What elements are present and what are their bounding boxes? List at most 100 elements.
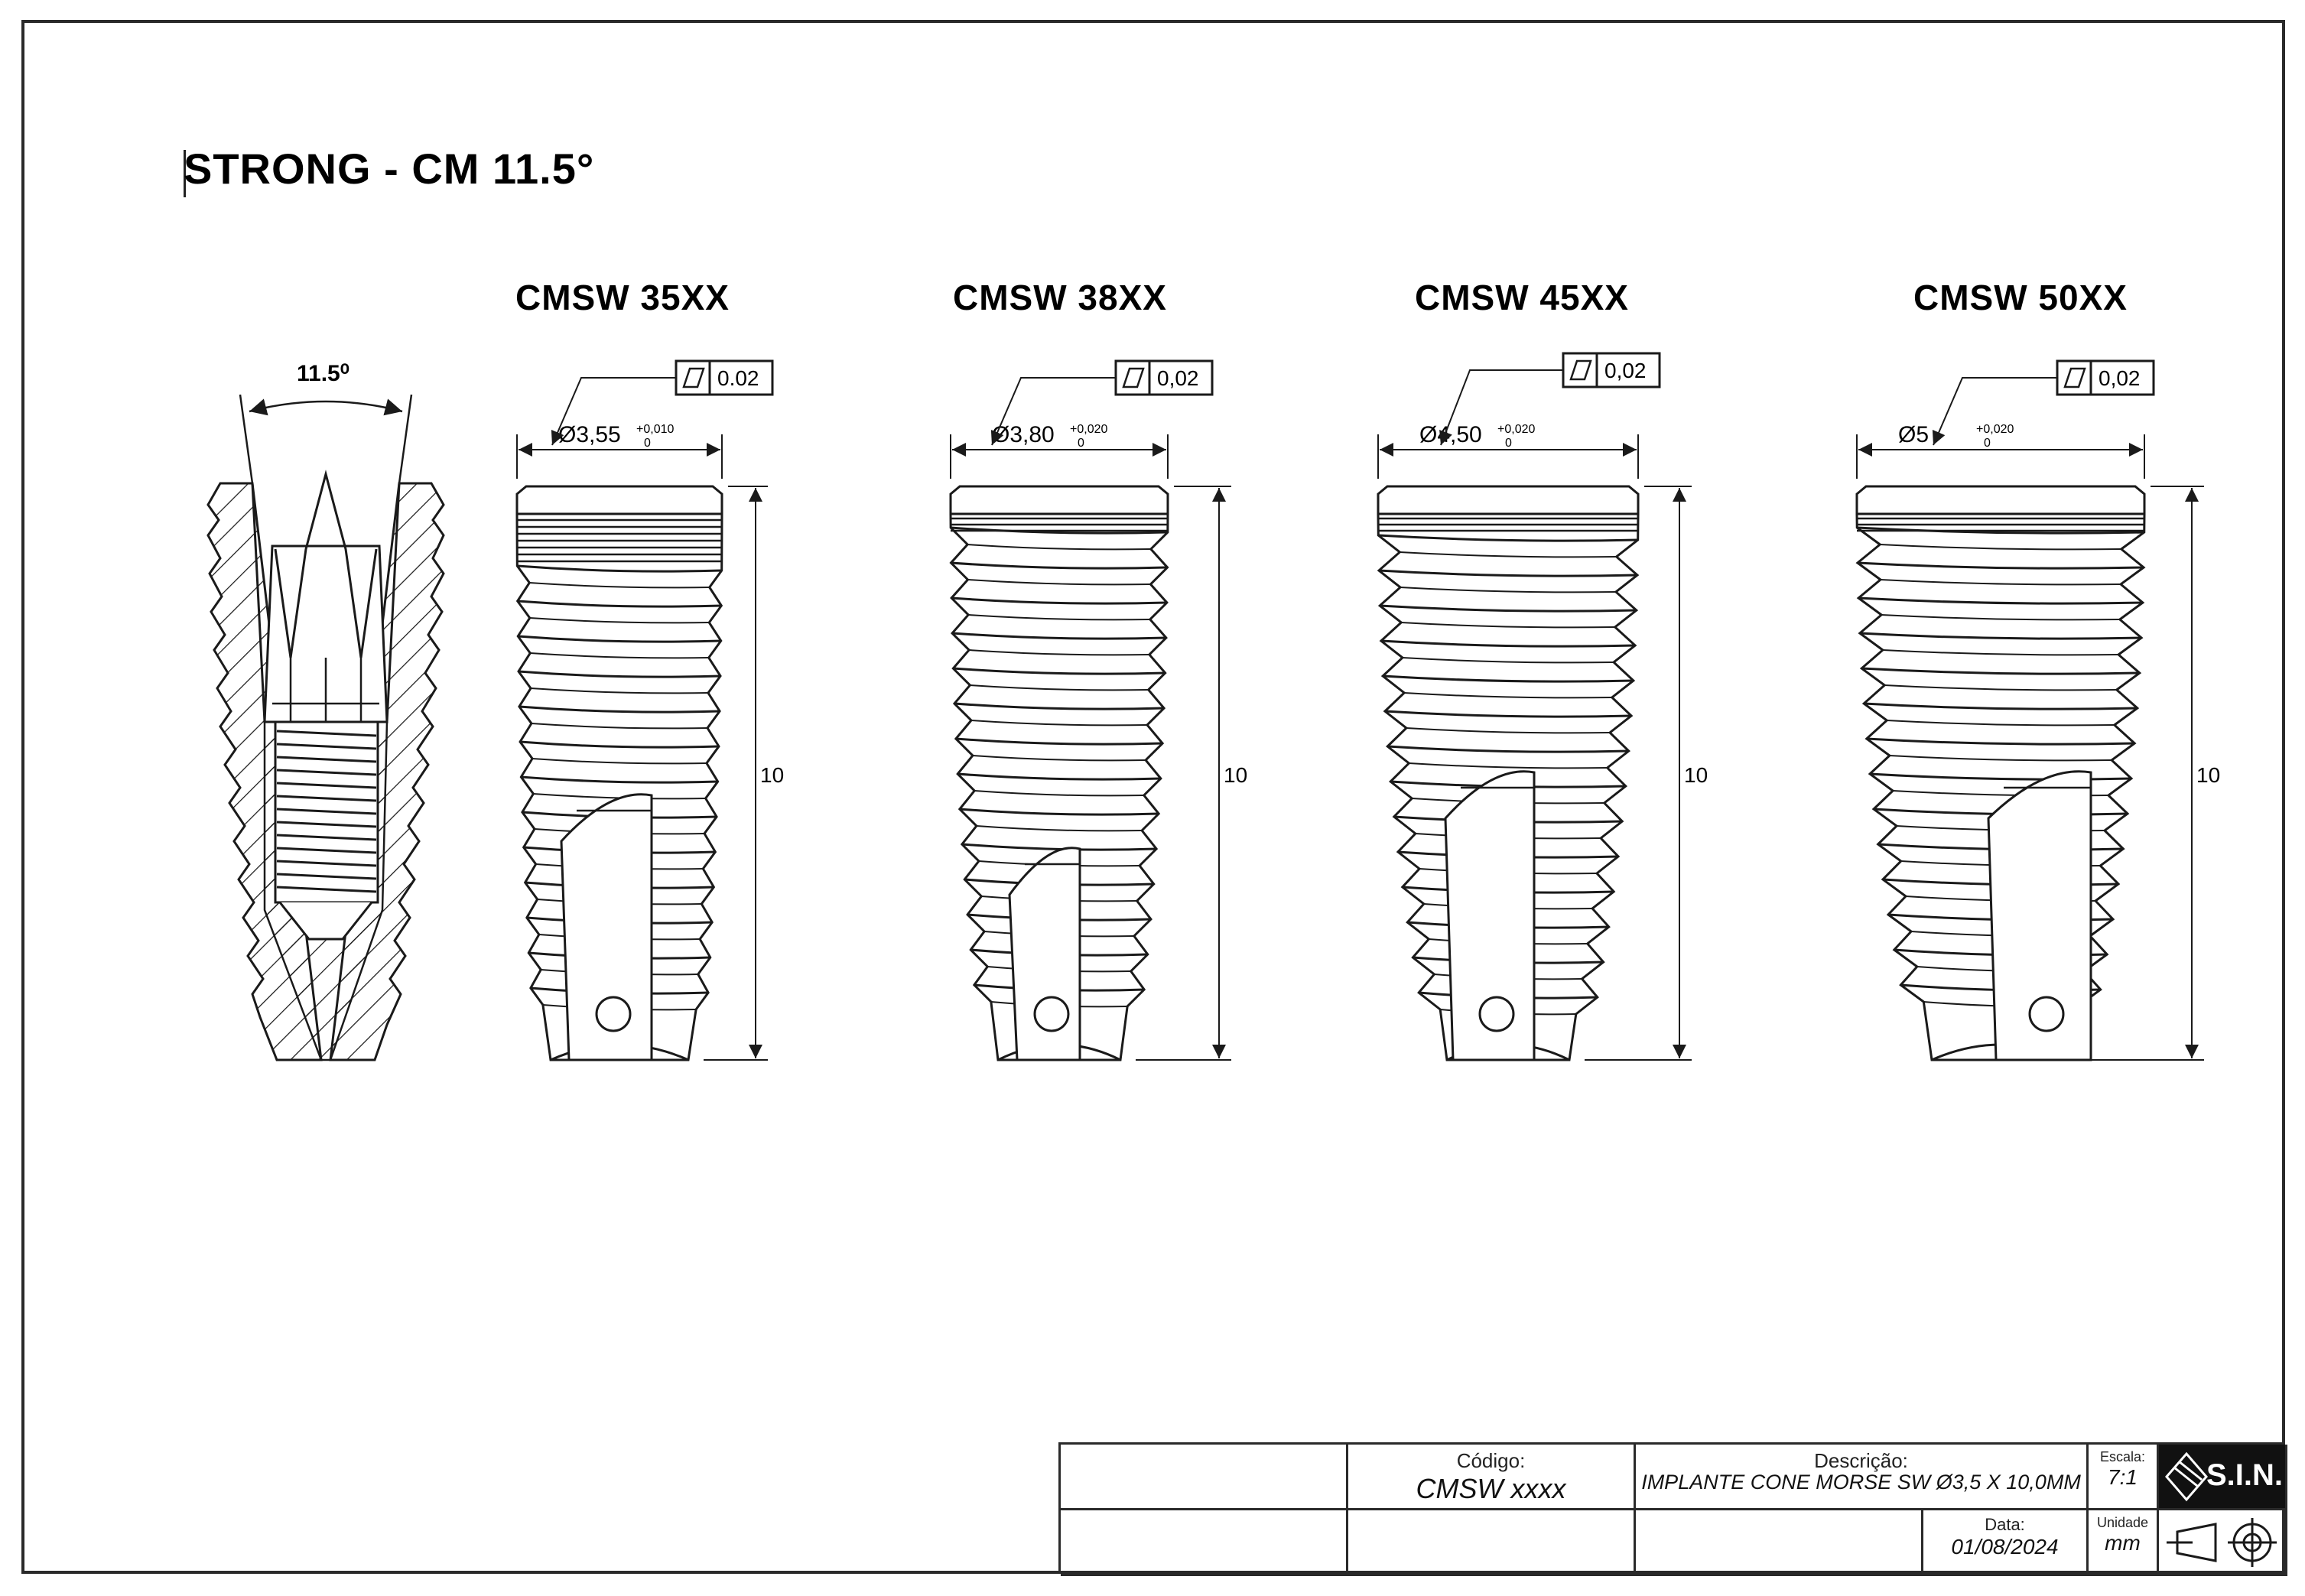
thread-line <box>276 808 377 815</box>
page-title: STRONG - CM 11.5° <box>184 145 595 193</box>
thread-crest <box>1864 702 2138 710</box>
tb-descricao: Descrição: IMPLANTE CONE MORSE SW Ø3,5 X… <box>1636 1445 2089 1510</box>
flatness-icon <box>682 367 705 388</box>
tolerance-lower: 0 <box>1984 437 1991 450</box>
tolerance-upper: +0,020 <box>1976 423 2014 436</box>
diameter-label: Ø3,80 <box>992 422 1055 447</box>
thread-root <box>1887 720 2115 726</box>
tb-escala: Escala: 7:1 <box>2089 1445 2159 1510</box>
thread-crest <box>1380 604 1637 613</box>
thread-line <box>276 782 377 789</box>
flatness-symbol-box <box>675 359 711 396</box>
text-cursor <box>184 150 186 197</box>
thread-crest <box>961 843 1157 851</box>
data-label: Data: <box>1985 1515 2025 1534</box>
thread-root <box>1404 692 1612 699</box>
thread-crest <box>518 670 721 678</box>
leader-line <box>551 377 676 446</box>
thread-root <box>970 684 1149 691</box>
vent-hole <box>2028 996 2065 1032</box>
thread-crest <box>1384 710 1632 718</box>
cross-section-drawing: 11.5⁰ <box>206 361 445 1061</box>
length-label: 10 <box>2196 763 2220 787</box>
diameter-label: Ø3,55 <box>558 422 621 447</box>
thread-root <box>1880 579 2121 586</box>
thread-crest <box>517 564 722 573</box>
model-title-35: CMSW 35XX <box>515 278 730 317</box>
vent-hole <box>1033 996 1070 1032</box>
vent-hole <box>1478 996 1515 1032</box>
thread-root <box>976 825 1143 832</box>
flatness-icon <box>2063 367 2086 388</box>
tb-empty-mid <box>1348 1510 1636 1576</box>
flatness-value-box <box>2089 359 2155 396</box>
unidade-label: Unidade <box>2096 1515 2149 1530</box>
escala-value: 7:1 <box>2108 1465 2138 1489</box>
tolerance-lower: 0 <box>1078 437 1084 450</box>
flatness-value-box <box>1595 352 1661 388</box>
thread-root <box>969 649 1149 656</box>
thread-root <box>1880 544 2121 551</box>
thread-root <box>531 723 708 730</box>
implant-collar <box>1377 485 1640 515</box>
first-angle-projection-icon <box>2167 1518 2277 1567</box>
thread-root <box>1881 614 2120 621</box>
thread-crest <box>1857 526 2144 535</box>
thread-crest <box>519 740 719 749</box>
thread-root <box>529 617 710 624</box>
flatness-value: 0,02 <box>2099 366 2141 390</box>
thread-line <box>276 743 377 750</box>
thread-line <box>276 886 377 893</box>
thread-crest <box>951 561 1168 570</box>
thread-crest <box>518 635 721 643</box>
thread-line <box>276 821 377 828</box>
flatness-value: 0,02 <box>1604 359 1647 382</box>
codigo-value: CMSW xxxx <box>1416 1473 1566 1504</box>
tolerance-upper: +0,020 <box>1497 423 1535 436</box>
thread-root <box>1401 622 1615 629</box>
diameter-label: Ø5 <box>1898 422 1929 447</box>
thread-crest <box>1859 632 2142 640</box>
thread-crest <box>1383 674 1634 683</box>
flatness-value-box <box>1148 359 1214 396</box>
thread-root <box>1409 762 1608 769</box>
company-logo: S.I.N. <box>2159 1445 2287 1510</box>
leader-line <box>1439 369 1563 446</box>
thread-crest <box>1378 534 1638 542</box>
thread-crest <box>1380 639 1636 648</box>
thread-crest <box>951 596 1167 605</box>
thread-crest <box>521 775 718 784</box>
cutting-flute <box>1987 770 2092 1061</box>
thread-crest <box>953 667 1166 675</box>
model-title-45: CMSW 45XX <box>1415 278 1629 317</box>
model-title-50: CMSW 50XX <box>1913 278 2128 317</box>
thread-line <box>276 769 377 776</box>
thread-line <box>276 730 377 737</box>
escala-label: Escala: <box>2099 1449 2146 1464</box>
data-value: 01/08/2024 <box>1951 1535 2059 1559</box>
thread-root <box>967 544 1151 551</box>
thread-root <box>532 758 707 765</box>
tolerance-upper: +0,010 <box>636 423 674 436</box>
thread-line <box>276 756 377 763</box>
flatness-value: 0.02 <box>717 366 759 390</box>
tb-empty-desc <box>1636 1510 1923 1576</box>
logo-text: S.I.N. <box>2206 1458 2284 1492</box>
implant-collar <box>1855 485 2146 515</box>
tb-empty-top <box>1061 1445 1348 1510</box>
thread-root <box>967 579 1151 586</box>
title-block: Código: CMSW xxxx Descrição: IMPLANTE CO… <box>1058 1442 2287 1576</box>
length-label: 10 <box>1684 763 1708 787</box>
thread-crest <box>1857 561 2144 570</box>
flatness-value: 0,02 <box>1157 366 1199 390</box>
descricao-value: IMPLANTE CONE MORSE SW Ø3,5 X 10,0MM <box>1641 1471 2081 1494</box>
projection-symbol <box>2159 1510 2287 1576</box>
thread-root <box>530 652 709 659</box>
thread-crest <box>1858 596 2143 605</box>
thread-crest <box>959 808 1159 816</box>
tb-empty-bottom <box>1061 1510 1348 1576</box>
thread-crest <box>1866 737 2135 746</box>
thread-line <box>276 860 377 867</box>
